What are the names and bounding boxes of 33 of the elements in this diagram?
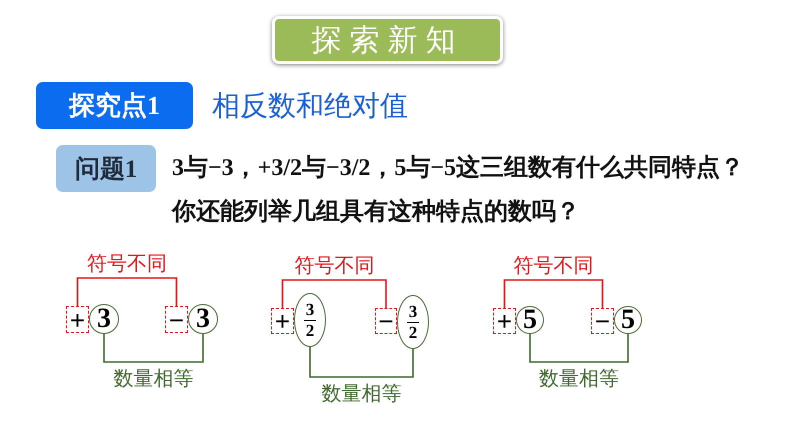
bracket-connector xyxy=(529,334,629,363)
bracket-connector xyxy=(309,347,414,378)
edge-label: 符号不同 xyxy=(87,253,167,275)
number-circle: 5 xyxy=(614,306,642,334)
bracket-connector xyxy=(103,334,204,363)
bracket-connector xyxy=(76,277,178,306)
edge-label: 符号不同 xyxy=(514,255,594,277)
title-banner: 探索新知 xyxy=(272,16,503,64)
edge-label: 符号不同 xyxy=(294,255,374,277)
denominator: 2 xyxy=(408,324,418,340)
sign-box: + xyxy=(271,308,294,334)
number-circle: 3 xyxy=(89,304,119,334)
numerator: 3 xyxy=(408,304,418,320)
denominator: 2 xyxy=(306,322,314,338)
section-heading: 相反数和绝对值 xyxy=(212,89,408,123)
fraction-ellipse xyxy=(294,293,326,347)
bracket-connector xyxy=(504,279,604,308)
numerator: 3 xyxy=(306,302,314,318)
section-tag: 探究点1 xyxy=(36,82,193,129)
sign-box: − xyxy=(375,308,397,334)
sign-box: − xyxy=(165,306,188,333)
edge-label: 数量相等 xyxy=(114,368,194,390)
sign-box: + xyxy=(493,308,516,334)
question-tag: 问题1 xyxy=(56,145,156,192)
bracket-connector xyxy=(282,279,387,308)
edge-label: 数量相等 xyxy=(322,383,402,405)
number-circle: 3 xyxy=(188,304,218,334)
fraction-ellipse xyxy=(397,295,429,349)
sign-box: − xyxy=(591,308,614,334)
sign-box: + xyxy=(66,306,89,333)
edge-label: 数量相等 xyxy=(539,368,619,390)
number-circle: 5 xyxy=(516,306,544,334)
question-text: 3与−3，+3/2与−3/2，5与−5这三组数有什么共同特点？你还能列举几组具有这种特点的数吗？ xyxy=(172,153,746,227)
